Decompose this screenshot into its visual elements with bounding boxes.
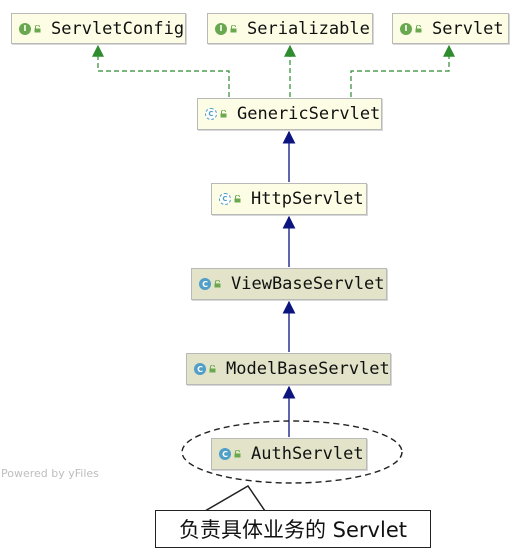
node-label: ModelBaseServlet [226, 359, 390, 379]
interface-icon: I [19, 22, 31, 35]
edge-generic-to-servletconfig [92, 44, 230, 97]
node-viewbaseservlet[interactable]: C ViewBaseServlet [191, 268, 387, 300]
interface-icon: I [215, 22, 227, 35]
node-authservlet[interactable]: C AuthServlet [211, 438, 367, 470]
node-httpservlet[interactable]: C HttpServlet [211, 183, 367, 215]
node-label: AuthServlet [251, 444, 364, 464]
node-servletconfig[interactable]: I ServletConfig [11, 13, 186, 44]
lock-icon [34, 24, 41, 32]
lock-icon [234, 195, 241, 203]
highlight-ellipse [181, 420, 403, 484]
lock-icon [209, 365, 216, 373]
node-servlet[interactable]: I Servlet [392, 13, 509, 44]
lock-icon [230, 24, 237, 32]
node-modelbaseservlet[interactable]: C ModelBaseServlet [186, 353, 391, 385]
node-label: GenericServlet [237, 104, 381, 124]
node-genericservlet[interactable]: C GenericServlet [197, 98, 382, 130]
node-label: ServletConfig [51, 18, 185, 39]
lock-icon [220, 110, 227, 118]
node-label: ViewBaseServlet [231, 274, 385, 294]
lock-icon [415, 24, 422, 32]
class-icon: C [199, 278, 211, 290]
annotation-callout: 负责具体业务的 Servlet [155, 510, 431, 548]
interface-icon: I [400, 22, 412, 35]
class-icon: C [219, 193, 231, 205]
node-label: HttpServlet [251, 189, 364, 209]
class-icon: C [194, 363, 206, 375]
lock-icon [234, 450, 241, 458]
class-icon: C [219, 448, 231, 460]
node-serializable[interactable]: I Serializable [207, 13, 373, 44]
node-label: Servlet [432, 18, 504, 39]
node-label: Serializable [247, 18, 370, 39]
class-icon: C [205, 108, 217, 120]
yfiles-watermark: Powered by yFiles [1, 467, 99, 480]
annotation-text: 负责具体业务的 Servlet [179, 518, 407, 542]
edge-generic-to-servlet [350, 44, 455, 97]
callout-pointer [204, 485, 266, 512]
lock-icon [214, 280, 221, 288]
